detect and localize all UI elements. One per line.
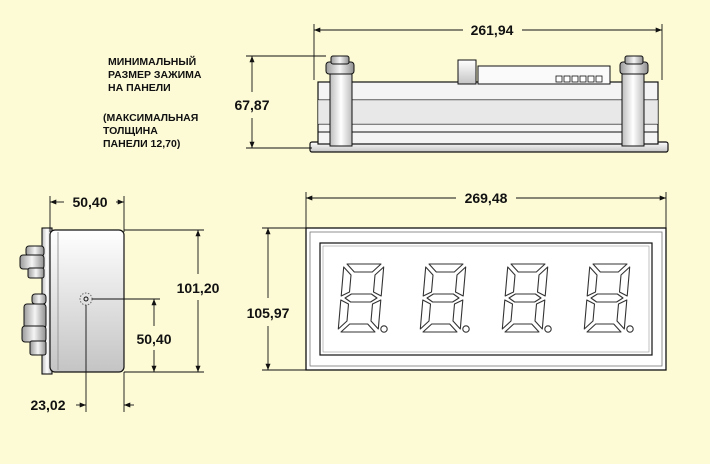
digit-2 [419,263,470,333]
side-view-upper-knob [19,245,45,279]
digit-segment [618,266,631,297]
digit-segment [616,299,628,330]
digit-segment [372,266,385,297]
digit-segment [428,263,464,273]
digit-segment [586,266,598,297]
top-height-label: 67,87 [234,97,269,113]
top-view-connector [457,59,477,85]
digit-segment [504,323,540,333]
digit-display [337,263,634,333]
top-view-right-clamp [619,55,649,147]
front-height-dimension: 105,97 [247,227,306,371]
digit-segment [422,266,434,297]
digit-segment [452,299,464,330]
top-width-label: 261,94 [471,22,514,38]
side-width-label: 50,40 [72,194,107,210]
digit-segment [583,299,596,330]
digit-segment [419,299,432,330]
decimal-point [544,325,552,333]
digit-segment [337,299,350,330]
decimal-point [462,325,470,333]
digit-segment [508,293,542,303]
digit-segment [344,293,378,303]
side-height-dimension: 101,20 [124,229,220,373]
side-center-height-dimension: 50,40 [92,298,172,372]
panel-thickness-note: (МАКСИМАЛЬНАЯ ТОЛЩИНА ПАНЕЛИ 12,70) [103,112,198,150]
digit-1 [337,263,388,333]
digit-segment [590,293,624,303]
front-width-dimension: 269,48 [305,190,667,228]
svg-text:МИНИМАЛЬНЫЙ: МИНИМАЛЬНЫЙ [108,55,196,68]
clamp-note: МИНИМАЛЬНЫЙ РАЗМЕР ЗАЖИМА НА ПАНЕЛИ [108,55,202,94]
front-height-label: 105,97 [247,305,290,321]
digit-segment [422,323,458,333]
decimal-point [380,325,388,333]
digit-segment [534,299,546,330]
front-view: 269,48 105,97 [247,190,667,371]
top-view-left-clamp [325,55,355,147]
side-center-offset-label: 23,02 [30,397,65,413]
digit-4 [583,263,634,333]
top-view-terminal-pins [555,75,603,83]
side-width-dimension: 50,40 [49,194,125,232]
digit-segment [592,263,628,273]
digit-segment [510,263,546,273]
digit-segment [370,299,382,330]
top-height-dimension: 67,87 [234,55,326,149]
digit-segment [536,266,549,297]
svg-text:ТОЛЩИНА: ТОЛЩИНА [103,125,158,137]
digit-segment [504,266,516,297]
svg-text:НА ПАНЕЛИ: НА ПАНЕЛИ [108,82,171,94]
digit-3 [501,263,552,333]
top-view: 261,94 67,87 МИНИМАЛЬНЫЙ РАЗМЕР ЗАЖИМА Н… [103,22,669,153]
digit-segment [340,266,352,297]
svg-text:РАЗМЕР ЗАЖИМА: РАЗМЕР ЗАЖИМА [108,69,202,81]
digit-segment [340,323,376,333]
digit-segment [454,266,467,297]
side-height-label: 101,20 [177,280,220,296]
decimal-point [626,325,634,333]
front-width-label: 269,48 [465,190,508,206]
side-center-height-label: 50,40 [136,331,171,347]
digit-segment [501,299,514,330]
digit-segment [426,293,460,303]
svg-text:ПАНЕЛИ 12,70): ПАНЕЛИ 12,70) [103,138,180,150]
svg-text:(МАКСИМАЛЬНАЯ: (МАКСИМАЛЬНАЯ [103,112,198,124]
digit-segment [586,323,622,333]
side-view-lower-clamp [21,293,47,356]
side-center-offset-dimension: 23,02 [30,305,134,413]
side-view: 50,40 101,20 50,40 23,02 [19,194,220,413]
digit-segment [346,263,382,273]
top-width-dimension: 261,94 [313,22,663,80]
